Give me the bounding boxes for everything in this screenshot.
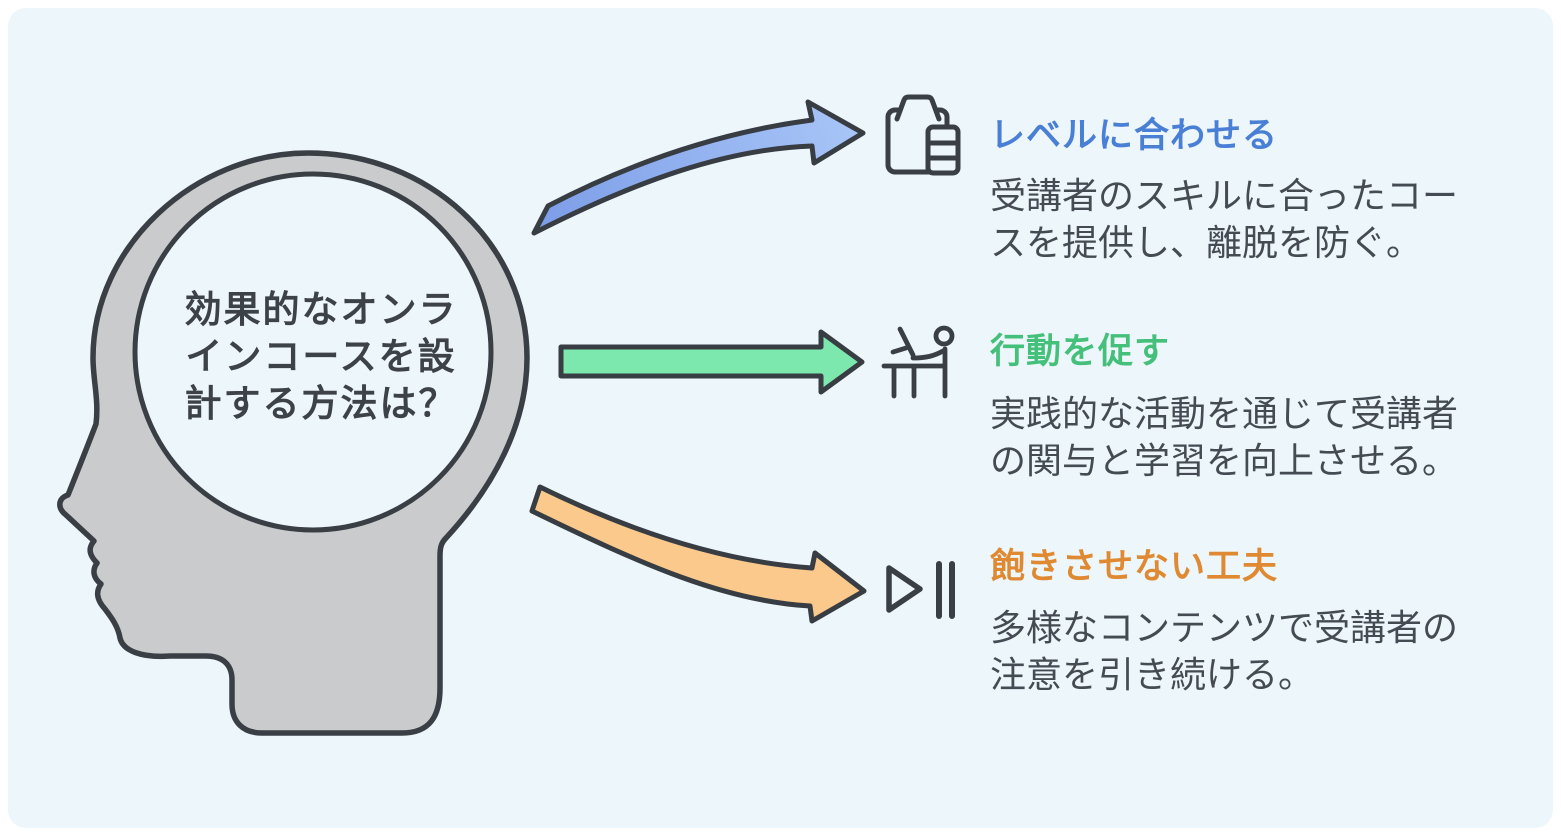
head-silhouette	[57, 150, 530, 736]
head-question-line: 計する方法は？	[184, 383, 458, 424]
item-body-line: 多様なコンテンツで受講者の	[990, 607, 1459, 648]
head-question-line: 効果的なオンラ	[184, 289, 458, 330]
item-body-line: の関与と学習を向上させる。	[990, 440, 1459, 481]
item-title-prompt-action: 行動を促す	[990, 332, 1171, 371]
item-body-prompt-action: 実践的な活動を通じて受講者 の関与と学習を向上させる。	[990, 390, 1458, 484]
item-title-keep-engaged: 飽きさせない工夫	[990, 547, 1279, 586]
arrow-action-icon	[558, 329, 865, 395]
play-pause-icon	[886, 561, 955, 619]
head-question-line: インコースを設	[185, 336, 457, 377]
item-title-match-level: レベルに合わせる	[990, 116, 1279, 155]
item-body-keep-engaged: 多様なコンテンツで受講者の 注意を引き続ける。	[990, 604, 1458, 698]
arrow-engage-icon	[529, 484, 867, 624]
item-body-line: 実践的な活動を通じて受講者	[990, 393, 1459, 434]
item-body-line: 注意を引き続ける。	[990, 654, 1315, 695]
presenter-desk-icon	[881, 325, 955, 399]
item-body-line: 受講者のスキルに合ったコー	[990, 175, 1459, 216]
head-profile-shape	[57, 150, 530, 736]
arrow-level-icon	[531, 99, 866, 236]
clipboard-list-icon	[885, 94, 961, 176]
item-body-match-level: 受講者のスキルに合ったコー スを提供し、離脱を防ぐ。	[990, 172, 1458, 266]
head-question: 効果的なオンラ インコースを設 計する方法は？	[148, 286, 494, 427]
item-body-line: スを提供し、離脱を防ぐ。	[990, 222, 1423, 263]
infographic-canvas: 効果的なオンラ インコースを設 計する方法は？ レベルに合わせる 受講者のスキル…	[8, 8, 1553, 828]
